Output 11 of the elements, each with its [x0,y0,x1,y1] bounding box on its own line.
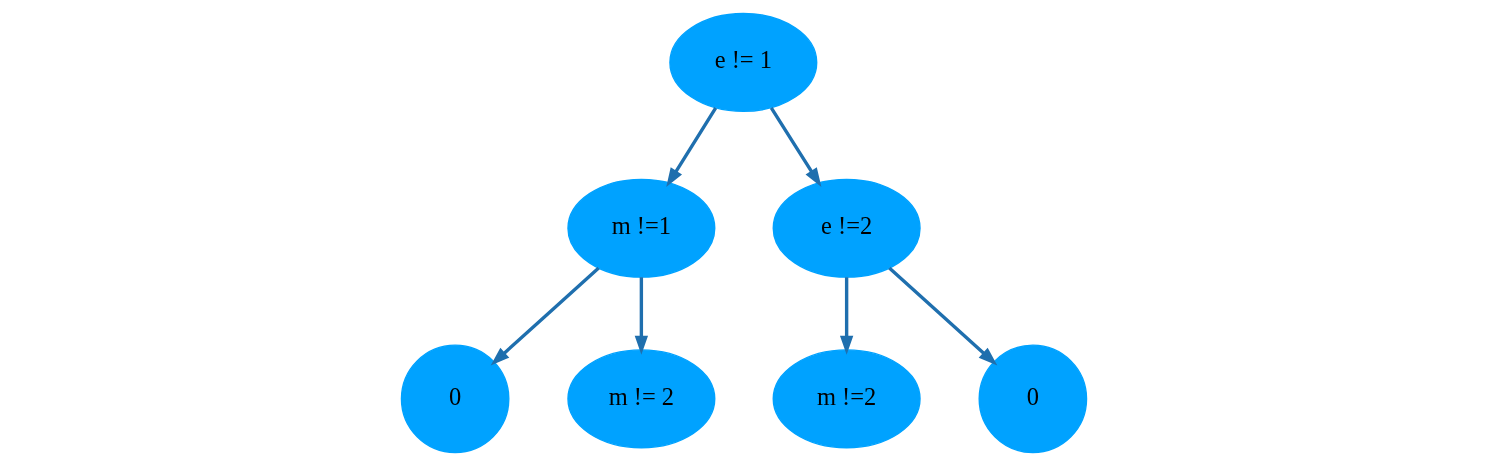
arrow [769,107,822,188]
node-ellipse: m !=2 [772,349,921,449]
arrow [888,266,998,366]
node-ellipse: e !=2 [772,178,921,278]
arrow [634,277,649,355]
node-ellipse: m !=1 [567,178,716,278]
node-ellipse: m != 2 [567,349,716,449]
arrow [666,107,718,188]
arrow [490,266,600,366]
node-ellipse: e != 1 [669,12,818,113]
arrow [839,277,854,355]
